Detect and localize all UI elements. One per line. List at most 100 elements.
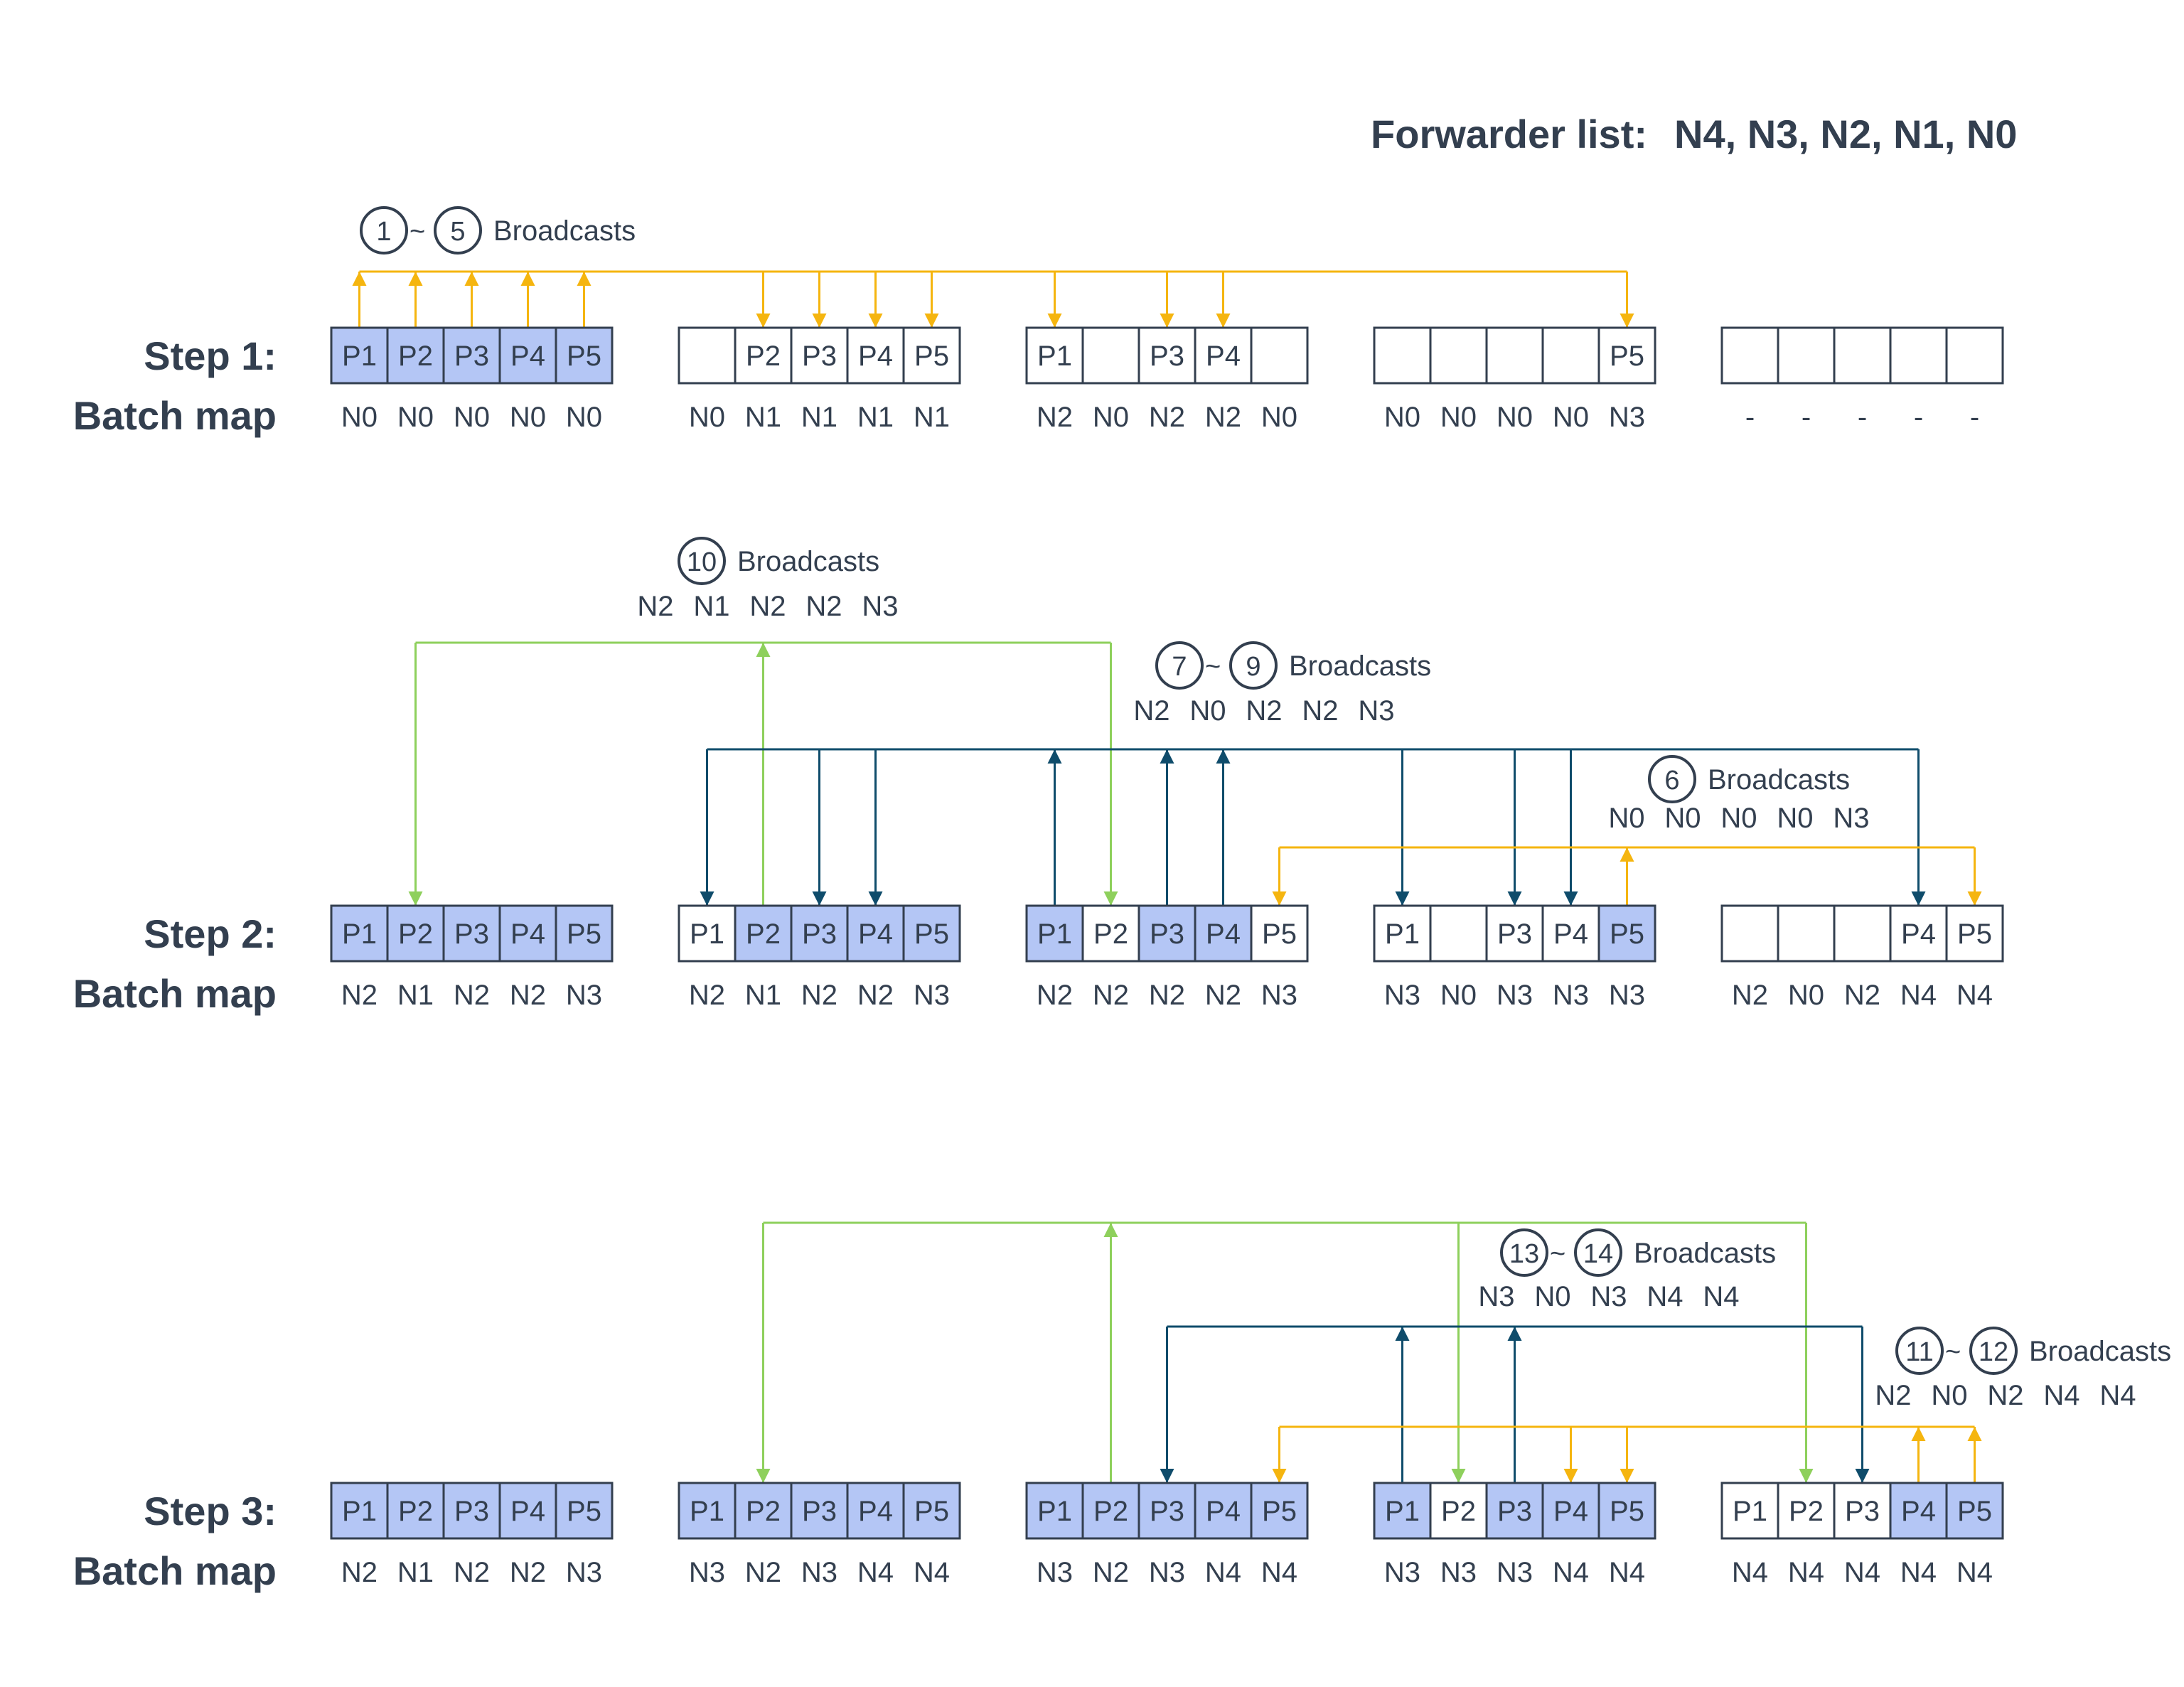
batch-map-entry: N4 (1844, 1557, 1880, 1588)
batch-map-entry: N1 (857, 402, 894, 433)
batch-map-entry: N1 (801, 402, 837, 433)
packet-cell-received (734, 904, 793, 963)
packet-cell-received (790, 1482, 849, 1540)
packet-cell-empty (1833, 1482, 1892, 1540)
packet-cell-received (1025, 904, 1084, 963)
batch-map-entry: N3 (566, 1557, 602, 1588)
packet-cell-empty (1945, 904, 2004, 963)
batch-map-entry: N0 (1440, 402, 1477, 433)
broadcast-green (756, 1221, 1814, 1483)
batch-map-entry: N0 (454, 402, 490, 433)
packet-label: P5 (1610, 919, 1644, 950)
batch-map-entry: N0 (1497, 402, 1533, 433)
batch-map-entry: N2 (1093, 980, 1129, 1011)
batch-map-entry: N0 (1788, 980, 1824, 1011)
packet-cell-empty (1720, 904, 1779, 963)
batch-map-entry: N4 (1205, 1557, 1241, 1588)
batch-map-entry: N2 (857, 980, 894, 1011)
broadcast-map-entry: N4 (1703, 1281, 1739, 1312)
packet-cell-empty (1889, 326, 1948, 385)
batch-map-entry: N2 (1844, 980, 1880, 1011)
batch-map-entry: N4 (857, 1557, 894, 1588)
batch-map-entry: N2 (689, 980, 725, 1011)
batch-map-entry: N1 (914, 402, 950, 433)
packet-cell-empty (734, 326, 793, 385)
circled-number-icon (1155, 641, 1204, 690)
batch-map-entry: N0 (397, 402, 434, 433)
packet-cell-received (498, 1482, 557, 1540)
packet-cell-received (734, 1482, 793, 1540)
circled-number-icon (434, 206, 482, 255)
batch-map-entry: N0 (566, 402, 602, 433)
packet-cell-empty (1777, 326, 1836, 385)
batch-map-entry: N4 (1553, 1557, 1589, 1588)
batch-map-entry: N3 (1553, 980, 1589, 1011)
packet-cell-received (1597, 904, 1656, 963)
packet-label: P2 (398, 1496, 433, 1527)
packet-label: P1 (1733, 1496, 1767, 1527)
step-number: 9 (1246, 652, 1260, 682)
packet-cell-empty (678, 326, 737, 385)
step-subtitle: Batch map (73, 971, 277, 1016)
batch-map-entry: N1 (397, 1557, 434, 1588)
batch-map-entry: - (1858, 402, 1867, 433)
step-number: 6 (1664, 766, 1679, 796)
step-number: 11 (1905, 1337, 1933, 1367)
packet-label: P5 (567, 341, 601, 372)
packet-cell-received (1945, 1482, 2004, 1540)
circled-number-icon (1648, 755, 1696, 803)
packet-label: P3 (1497, 1496, 1532, 1527)
step-number: 7 (1172, 652, 1187, 682)
packet-label: P1 (1385, 919, 1420, 950)
batch-map-entry: N0 (1261, 402, 1297, 433)
packet-cell-empty (1777, 904, 1836, 963)
batch-map-entry: N3 (1149, 1557, 1185, 1588)
packet-label: P3 (454, 341, 489, 372)
packet-cell-received (1025, 1482, 1084, 1540)
packet-cell-received (555, 326, 614, 385)
packet-label: P4 (510, 919, 545, 950)
packet-cell-received (846, 1482, 905, 1540)
packet-cell-empty (1081, 326, 1140, 385)
packet-cell-received (1138, 1482, 1197, 1540)
step-title: Step 3: (144, 1489, 277, 1533)
batch-map-entry: N2 (454, 980, 490, 1011)
batch-map-entry: N1 (397, 980, 434, 1011)
batch-map-entry: - (1745, 402, 1755, 433)
packet-label: P2 (1789, 1496, 1824, 1527)
packet-label: P3 (1150, 341, 1184, 372)
packet-cell-empty (1485, 326, 1544, 385)
packet-label: P3 (454, 1496, 489, 1527)
packet-label: P4 (858, 341, 893, 372)
broadcasts-label: Broadcasts (1634, 1238, 1776, 1269)
batch-map-entry: N0 (1384, 402, 1420, 433)
broadcast-map-entry: N0 (1189, 695, 1226, 727)
packet-cell-received (1194, 1482, 1253, 1540)
packet-label: P4 (1901, 1496, 1936, 1527)
batch-map-entry: N0 (689, 402, 725, 433)
batch-map-entry: N3 (566, 980, 602, 1011)
broadcast-map-entry: N3 (1358, 695, 1394, 727)
broadcasts-label: Broadcasts (737, 546, 879, 577)
range-tilde: ~ (1205, 652, 1221, 682)
step-number: 12 (1979, 1337, 2008, 1367)
batch-map-entry: N4 (1788, 1557, 1824, 1588)
packet-cell-empty (1373, 904, 1432, 963)
packet-cell-empty (678, 904, 737, 963)
batch-map-entry: N2 (745, 1557, 781, 1588)
broadcasts-label: Broadcasts (1289, 650, 1431, 682)
packet-cell-received (555, 904, 614, 963)
broadcast-map-entry: N3 (862, 591, 898, 622)
broadcast-map-entry: N4 (1647, 1281, 1683, 1312)
step-number: 14 (1583, 1239, 1613, 1269)
step-number: 10 (687, 547, 717, 577)
